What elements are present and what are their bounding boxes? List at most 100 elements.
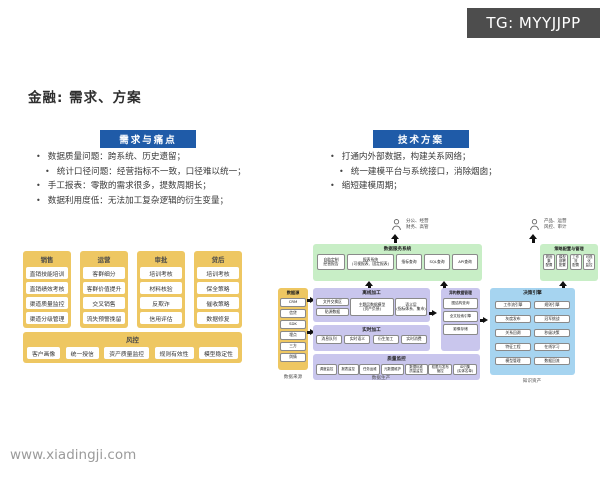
bullet-item: 缩短建模周期； bbox=[330, 182, 600, 191]
board-column-sales: 销售 直销技能培训 直销绩效考核 渠道质量监控 渠道分级管理 bbox=[23, 251, 71, 328]
arch-chip: 报表系统 (可视报表、固定报表) bbox=[347, 254, 394, 270]
board-chip: 催收策略 bbox=[197, 297, 239, 309]
board-column-header: 贷后 bbox=[211, 256, 225, 264]
arch-chip: 全文检索引擎 bbox=[443, 311, 478, 322]
heterogeneous-data-box: 异构数据管理 图结构查询 全文检索引擎 影像存储 bbox=[441, 288, 480, 351]
strategy-config-header: 策略配置与管理 bbox=[554, 246, 584, 251]
board-column-postloan: 贷后 培训考核 保全策略 催收策略 数据修复 bbox=[194, 251, 242, 328]
solution-bullet-list: 打通内外部数据，构建关系网络； 统一建模平台与系统接口，消除烟囱； 缩短建模周期… bbox=[330, 152, 600, 197]
realtime-processing-header: 实时加工 bbox=[362, 328, 381, 333]
board-chip: 渠道质量监控 bbox=[26, 297, 68, 309]
arch-chip: 衍生加工 bbox=[372, 335, 399, 344]
board-chip: 培训考核 bbox=[197, 267, 239, 279]
arch-chip: SQL查询 bbox=[424, 254, 450, 270]
bullet-item: 手工报表：零散的需求很多，提数周期长； bbox=[36, 182, 318, 191]
user-icon bbox=[530, 219, 539, 230]
arch-chip: 自助定制 经营报告 bbox=[317, 254, 345, 270]
arch-chip: 模型部署 配置 bbox=[556, 254, 569, 270]
board-chip: 反欺诈 bbox=[140, 297, 182, 309]
arch-chip: 在线学习 bbox=[534, 343, 570, 351]
realtime-processing-box: 实时加工 消息队列 实时语义 衍生加工 实时消费 bbox=[313, 325, 430, 351]
board-chip: 材料核验 bbox=[140, 282, 182, 294]
arch-chip: 三方 bbox=[280, 342, 306, 351]
stage-label-production: 数据生产 bbox=[371, 376, 391, 381]
arch-chip: CRM bbox=[280, 298, 306, 307]
arch-chip: 可视化 监控 bbox=[582, 254, 595, 270]
quality-monitoring-box: 质量监控 调度监控 报表监控 任务运维 元数据维护 数据标准 质量监控 权限与发… bbox=[313, 354, 480, 380]
business-capability-board: 销售 直销技能培训 直销绩效考核 渠道质量监控 渠道分级管理 运营 客群细分 客… bbox=[23, 251, 242, 363]
offline-processing-box: 离线加工 文件交换区 贴源数据 主题层数据模型 (资产负债) 语义层 (指标体系… bbox=[313, 288, 430, 322]
board-chip: 客群价值提升 bbox=[83, 282, 125, 294]
arch-chip: 调度监控 bbox=[316, 364, 337, 375]
board-chip: 客户画像 bbox=[27, 347, 61, 359]
data-service-header: 数据服务系统 bbox=[383, 247, 412, 252]
arch-chip: 工作流 配置 bbox=[569, 254, 582, 270]
arch-chip: 贴源数据 bbox=[316, 308, 349, 316]
arch-chip: 影像存储 bbox=[443, 324, 478, 335]
arch-chip: 实时语义 bbox=[344, 335, 371, 344]
arrow-right-icon bbox=[480, 317, 488, 323]
bullet-item: 打通内外部数据，构建关系网络； bbox=[330, 152, 600, 162]
quality-monitoring-header: 质量监控 bbox=[387, 357, 406, 362]
architecture-diagram: 分公、经营 财务、高管 产品、运营 风控、审计 数据服务系统 自助定制 经营报告… bbox=[276, 217, 598, 389]
board-chip: 培训考核 bbox=[140, 267, 182, 279]
arch-chip: 灰度发布 bbox=[495, 315, 531, 323]
arch-chip: 主题层数据模型 (资产负债) bbox=[350, 298, 394, 316]
watermark: www.xiadingji.com bbox=[10, 447, 137, 463]
arch-chip: 图结构查询 bbox=[443, 298, 478, 309]
board-column-operations: 运营 客群细分 客群价值提升 交叉销售 流失预警挽留 bbox=[80, 251, 128, 328]
arch-chip: 规则引擎 bbox=[534, 301, 570, 309]
board-chip: 模型稳定性 bbox=[198, 347, 238, 359]
arch-chip: 任务运维 bbox=[359, 364, 381, 375]
board-chip: 交叉销售 bbox=[83, 297, 125, 309]
arrow-right-icon bbox=[429, 310, 437, 316]
arch-chip: 模型管理 bbox=[495, 357, 531, 365]
board-chip: 流失预警挽留 bbox=[83, 312, 125, 324]
arch-chip: 数据回流 bbox=[534, 357, 570, 365]
board-chip: 统一授信 bbox=[65, 347, 99, 359]
user-group-label: 分公、经营 财务、高管 bbox=[406, 219, 429, 230]
arch-chip: 信贷 bbox=[280, 309, 306, 318]
bullet-item: 统计口径问题：经营指标不一致，口径难以统一； bbox=[45, 167, 318, 177]
data-service-box: 数据服务系统 自助定制 经营报告 报表系统 (可视报表、固定报表) 指标查询 S… bbox=[313, 244, 482, 281]
data-source-rail: 数据源 CRM 信贷 SDK 埋点 三方 舆情 bbox=[278, 288, 308, 370]
section-badge-solution: 技术方案 bbox=[373, 130, 469, 148]
board-chip: 直销绩效考核 bbox=[26, 282, 68, 294]
board-chip: 渠道分级管理 bbox=[26, 312, 68, 324]
board-column-header: 审批 bbox=[154, 256, 168, 264]
arch-chip: 元数据维护 bbox=[380, 364, 404, 375]
bullet-item: 数据质量问题：跨系统、历史遗留； bbox=[36, 152, 318, 162]
board-chip: 保全策略 bbox=[197, 282, 239, 294]
stage-label-source: 数据来源 bbox=[283, 375, 303, 380]
arch-chip: 工作流引擎 bbox=[495, 301, 531, 309]
bullet-item: 数据利用度低：无法加工复杂逻辑的衍生变量； bbox=[36, 196, 318, 206]
arch-chip: 埋点 bbox=[280, 331, 306, 340]
board-chip: 规则有效性 bbox=[154, 347, 194, 359]
arch-chip: 实时消费 bbox=[400, 335, 427, 344]
arch-chip: 秒级决策 bbox=[534, 329, 570, 337]
board-chip: 客群细分 bbox=[83, 267, 125, 279]
arch-chip: 指标查询 bbox=[396, 254, 422, 270]
stage-label-assets: 知识资产 bbox=[522, 379, 542, 384]
arch-chip: SDK bbox=[280, 320, 306, 329]
board-chip: 信用评估 bbox=[140, 312, 182, 324]
arch-chip: 语义层 (指标体系、集市) bbox=[395, 298, 427, 316]
page-title: 金融: 需求、方案 bbox=[28, 90, 142, 106]
arch-chip: 文件交换区 bbox=[316, 298, 349, 306]
arch-chip: 权限与发布 管控 bbox=[428, 364, 453, 375]
decision-engine-header: 决策引擎 bbox=[523, 291, 542, 296]
arch-chip: 冠军挑战 bbox=[534, 315, 570, 323]
arrow-right-icon bbox=[307, 297, 315, 303]
arch-chip: 舆情 bbox=[280, 353, 306, 362]
board-column-header: 销售 bbox=[40, 256, 54, 264]
arch-chip: 特征工程 bbox=[495, 343, 531, 351]
board-column-approval: 审批 培训考核 材料核验 反欺诈 信用评估 bbox=[137, 251, 185, 328]
board-chip: 直销技能培训 bbox=[26, 267, 68, 279]
board-chip: 资产质量监控 bbox=[104, 347, 150, 359]
arch-chip: 关系回溯 bbox=[495, 329, 531, 337]
board-chip: 数据修复 bbox=[197, 312, 239, 324]
requirements-bullet-list: 数据质量问题：跨系统、历史遗留； 统计口径问题：经营指标不一致，口径难以统一； … bbox=[36, 152, 318, 211]
data-source-header: 数据源 bbox=[286, 290, 300, 295]
user-icon bbox=[392, 219, 401, 230]
tg-badge: TG: MYYJJPP bbox=[467, 8, 600, 38]
